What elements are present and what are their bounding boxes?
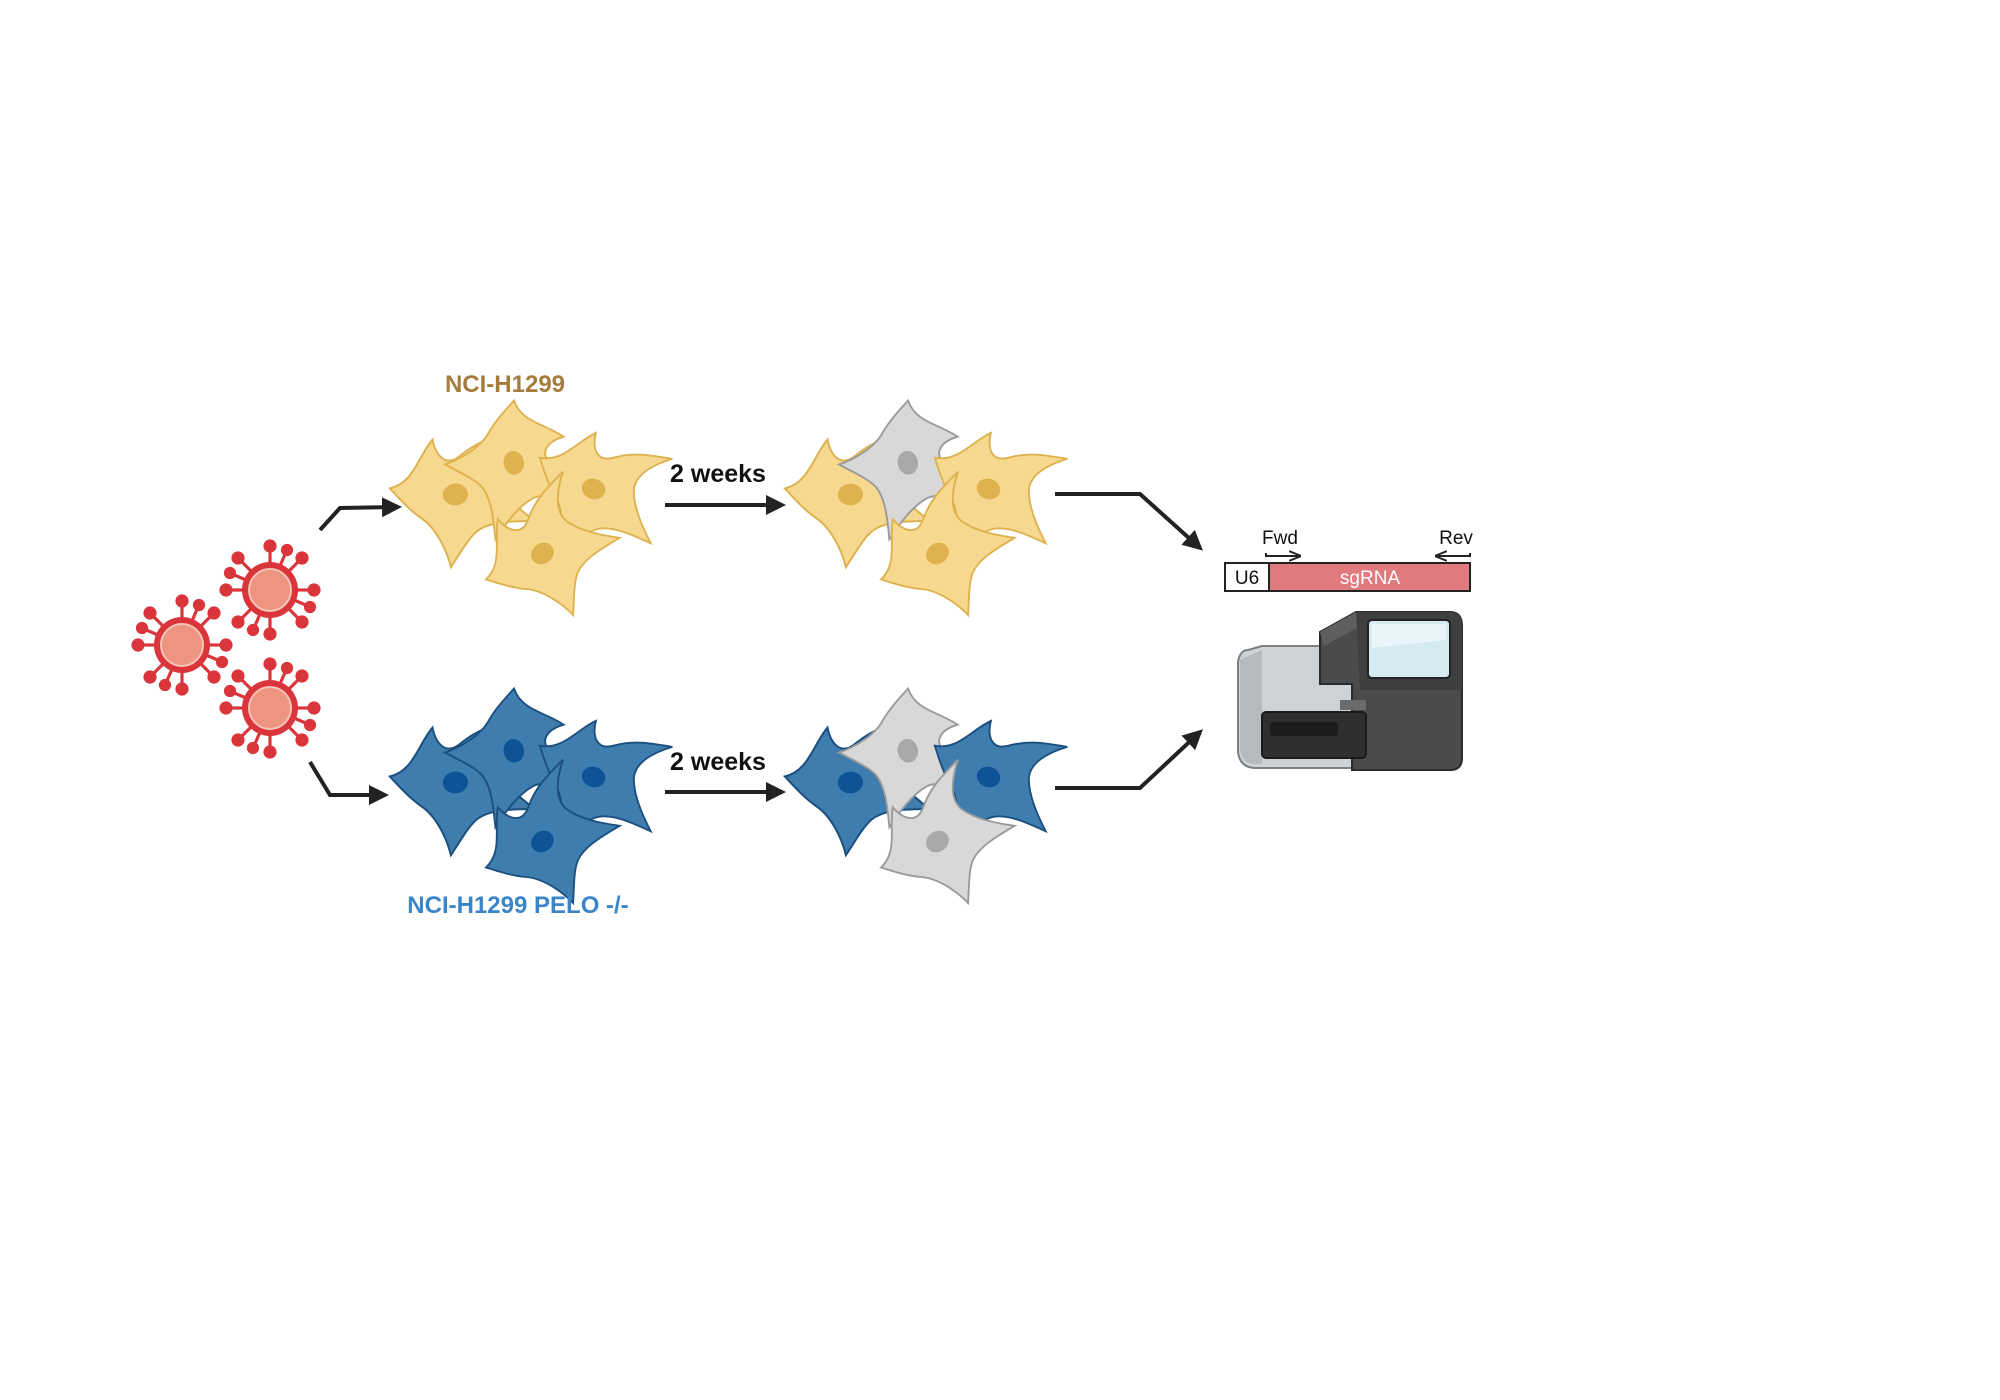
cell-icon: [459, 753, 642, 934]
arrow-to-wildtype: [318, 497, 402, 532]
depleted-cell-icon: [854, 753, 1037, 934]
cell-icon: [435, 391, 582, 547]
cell-icon: [459, 465, 642, 646]
u6-promoter-box: [1224, 562, 1270, 592]
cell-icon: [384, 428, 539, 573]
forward-primer-arrow: [1265, 553, 1300, 556]
sgrna-bar: [1268, 562, 1471, 592]
sgrna-construct: Fwd Rev U6 sgRNA: [1224, 528, 1473, 592]
cell-icon: [779, 716, 934, 861]
sequencer-icon: [1237, 611, 1463, 771]
depleted-cell-icon: [829, 679, 976, 835]
forward-primer-label: Fwd: [1262, 528, 1298, 549]
cell-icon: [779, 428, 934, 573]
u6-promoter-label: U6: [1235, 568, 1259, 589]
reverse-primer-arrow: [1436, 553, 1471, 556]
sgrna-label: sgRNA: [1340, 568, 1401, 589]
cell-icon: [906, 703, 1077, 867]
knockout-cell-cluster: [384, 679, 682, 934]
duration-label-bottom: 2 weeks: [670, 748, 766, 776]
knockout-cell-cluster-after: [779, 679, 1077, 934]
arrow-top-to-sequencing: [1055, 492, 1203, 551]
cell-icon: [511, 415, 682, 579]
arrow-bottom-to-sequencing: [1055, 729, 1203, 790]
lentivirus-icon: [131, 539, 321, 759]
wildtype-cell-cluster: [384, 391, 682, 646]
duration-label-top: 2 weeks: [670, 460, 766, 488]
cell-icon: [906, 415, 1077, 579]
arrow-to-knockout: [308, 760, 389, 805]
cell-icon: [384, 716, 539, 861]
knockout-cell-line-label: NCI-H1299 PELO -/-: [407, 892, 628, 919]
wildtype-cell-line-label: NCI-H1299: [445, 371, 565, 398]
cell-icon: [435, 679, 582, 835]
cell-icon: [511, 703, 682, 867]
depleted-cell-icon: [829, 391, 976, 547]
cell-icon: [854, 465, 1037, 646]
reverse-primer-label: Rev: [1439, 528, 1473, 549]
wildtype-cell-cluster-after: [779, 391, 1077, 646]
